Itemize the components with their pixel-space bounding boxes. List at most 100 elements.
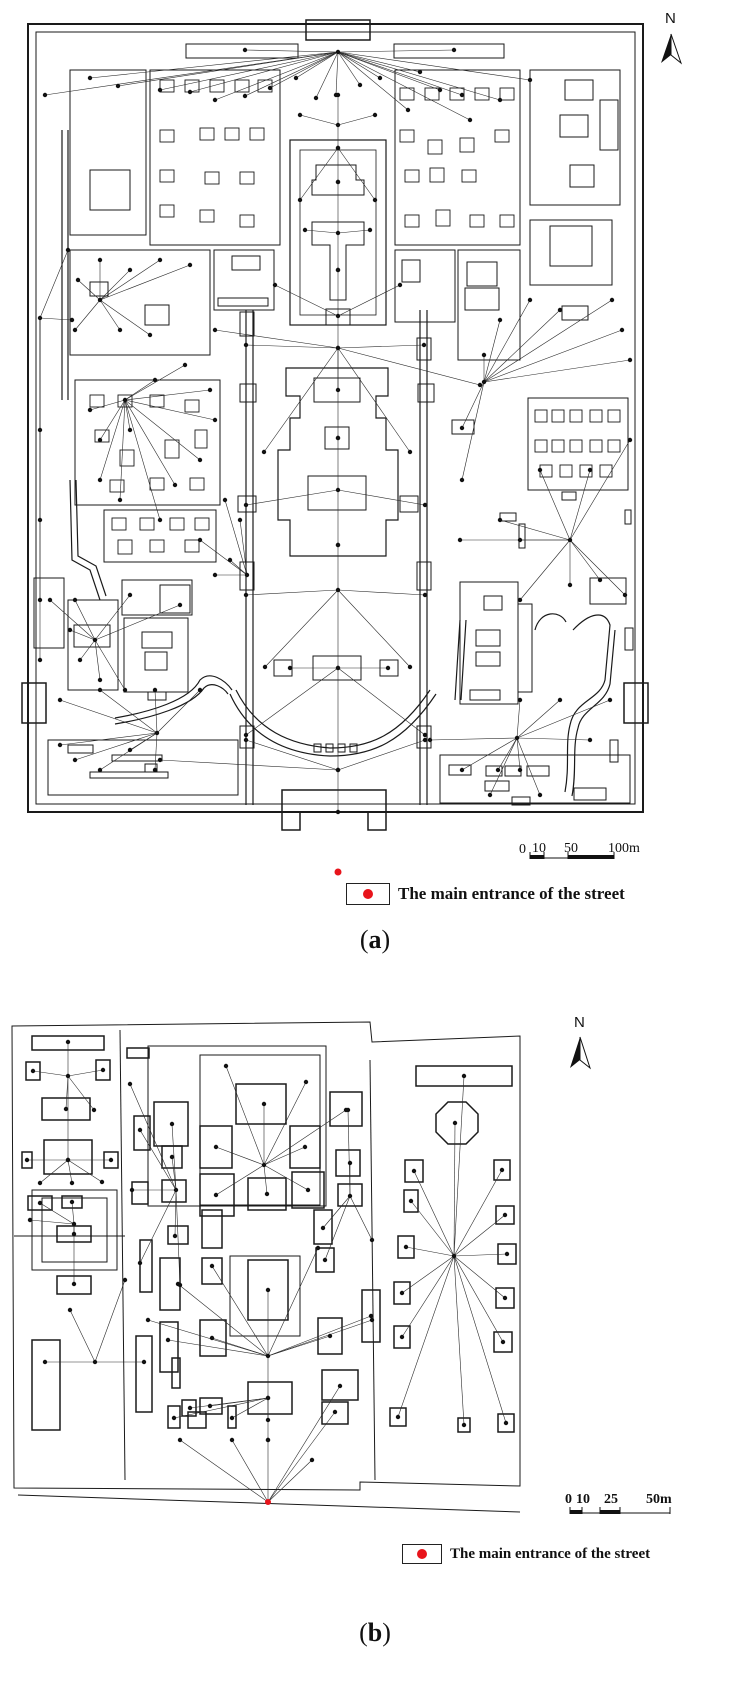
- main-entrance-marker-b: [265, 1499, 271, 1505]
- b-edge: [263, 1081, 307, 1166]
- a-edge: [569, 439, 631, 541]
- b-node: [137, 1127, 143, 1133]
- a-node: [177, 602, 183, 608]
- a-edge: [199, 539, 248, 576]
- west-block-4: [74, 379, 221, 506]
- a-node: [335, 122, 341, 128]
- east-block-1: [529, 69, 621, 206]
- b-edge: [347, 1109, 351, 1197]
- b-edge: [39, 1202, 75, 1225]
- b-edge: [263, 1109, 347, 1166]
- b-node: [265, 1353, 271, 1359]
- b-edge: [129, 1083, 177, 1191]
- north-label-b: N: [574, 1014, 585, 1031]
- west-block-1: [69, 69, 147, 236]
- a-edge: [124, 399, 161, 521]
- b-edge: [139, 1189, 177, 1264]
- a-node: [243, 592, 249, 598]
- a-edge: [44, 51, 339, 96]
- plan-a: [21, 19, 683, 876]
- b-node: [169, 1121, 175, 1127]
- a-edge: [483, 299, 613, 383]
- a-node: [427, 737, 433, 743]
- b-node: [411, 1168, 417, 1174]
- scale-tick-b-2: 25: [604, 1492, 618, 1507]
- a-node: [517, 697, 523, 703]
- a-node: [481, 352, 487, 358]
- a-node: [75, 277, 81, 283]
- a-edge: [461, 381, 485, 481]
- a-node: [459, 92, 465, 98]
- a-edge: [214, 329, 339, 349]
- b-node: [265, 1417, 271, 1423]
- b-edge: [67, 1069, 104, 1077]
- southeast-block: [439, 754, 631, 804]
- b-node: [209, 1263, 215, 1269]
- a-node: [152, 687, 158, 693]
- a-node: [335, 387, 341, 393]
- scale-tick-b-3: 50m: [646, 1492, 672, 1507]
- scale-tick-a-3: 100m: [608, 841, 640, 856]
- b-node: [265, 1437, 271, 1443]
- b-node: [67, 1307, 73, 1313]
- a-node: [127, 592, 133, 598]
- a-node: [619, 327, 625, 333]
- b-node: [309, 1457, 315, 1463]
- b-node: [91, 1107, 97, 1113]
- b-node: [504, 1251, 510, 1257]
- b-node: [345, 1107, 351, 1113]
- a-edge: [461, 737, 518, 771]
- a-node: [222, 497, 228, 503]
- legend-a: The main entrance of the street: [346, 883, 625, 905]
- b-edge: [267, 1411, 336, 1503]
- inner-wall: [35, 31, 636, 805]
- b-edge: [397, 1255, 455, 1418]
- a-edge: [337, 667, 426, 736]
- a-edge: [337, 229, 371, 234]
- b-node: [63, 1106, 69, 1112]
- west-block-7: [123, 617, 189, 693]
- b-node: [327, 1333, 333, 1339]
- a-node: [212, 97, 218, 103]
- a-edge: [483, 329, 623, 383]
- a-edge: [245, 344, 339, 349]
- a-node: [152, 377, 158, 383]
- a-edge: [124, 364, 186, 401]
- b-edge: [263, 1164, 268, 1195]
- a-node: [335, 665, 341, 671]
- a-edge: [337, 51, 409, 111]
- east-block-4: [529, 219, 613, 286]
- b-node: [337, 1383, 343, 1389]
- a-node: [97, 257, 103, 263]
- b-edge: [453, 1255, 506, 1299]
- b-edge: [29, 1219, 75, 1225]
- a-node: [97, 767, 103, 773]
- a-node: [227, 557, 233, 563]
- b-node: [37, 1180, 43, 1186]
- b-node: [461, 1073, 467, 1079]
- a-edge: [335, 51, 339, 96]
- b-node: [169, 1154, 175, 1160]
- a-edge: [94, 604, 181, 641]
- b-edge: [453, 1214, 506, 1257]
- b-edge: [453, 1075, 465, 1257]
- b-edge: [189, 1397, 269, 1409]
- b-edge: [267, 1319, 373, 1357]
- a-edge: [99, 259, 161, 301]
- a-edge: [264, 589, 339, 668]
- a-edge: [94, 639, 126, 691]
- a-edge: [124, 399, 176, 486]
- a-node: [37, 657, 43, 663]
- east-block-3: [457, 249, 521, 361]
- b-node: [141, 1359, 147, 1365]
- b-node: [368, 1313, 374, 1319]
- a-node: [244, 572, 250, 578]
- a-edge: [69, 629, 96, 641]
- b-node: [403, 1244, 409, 1250]
- b-edge: [349, 1195, 373, 1241]
- b-node: [265, 1395, 271, 1401]
- a-edge: [516, 737, 591, 741]
- b-edge: [215, 1164, 265, 1196]
- a-edge: [214, 51, 339, 101]
- b-node: [71, 1231, 77, 1237]
